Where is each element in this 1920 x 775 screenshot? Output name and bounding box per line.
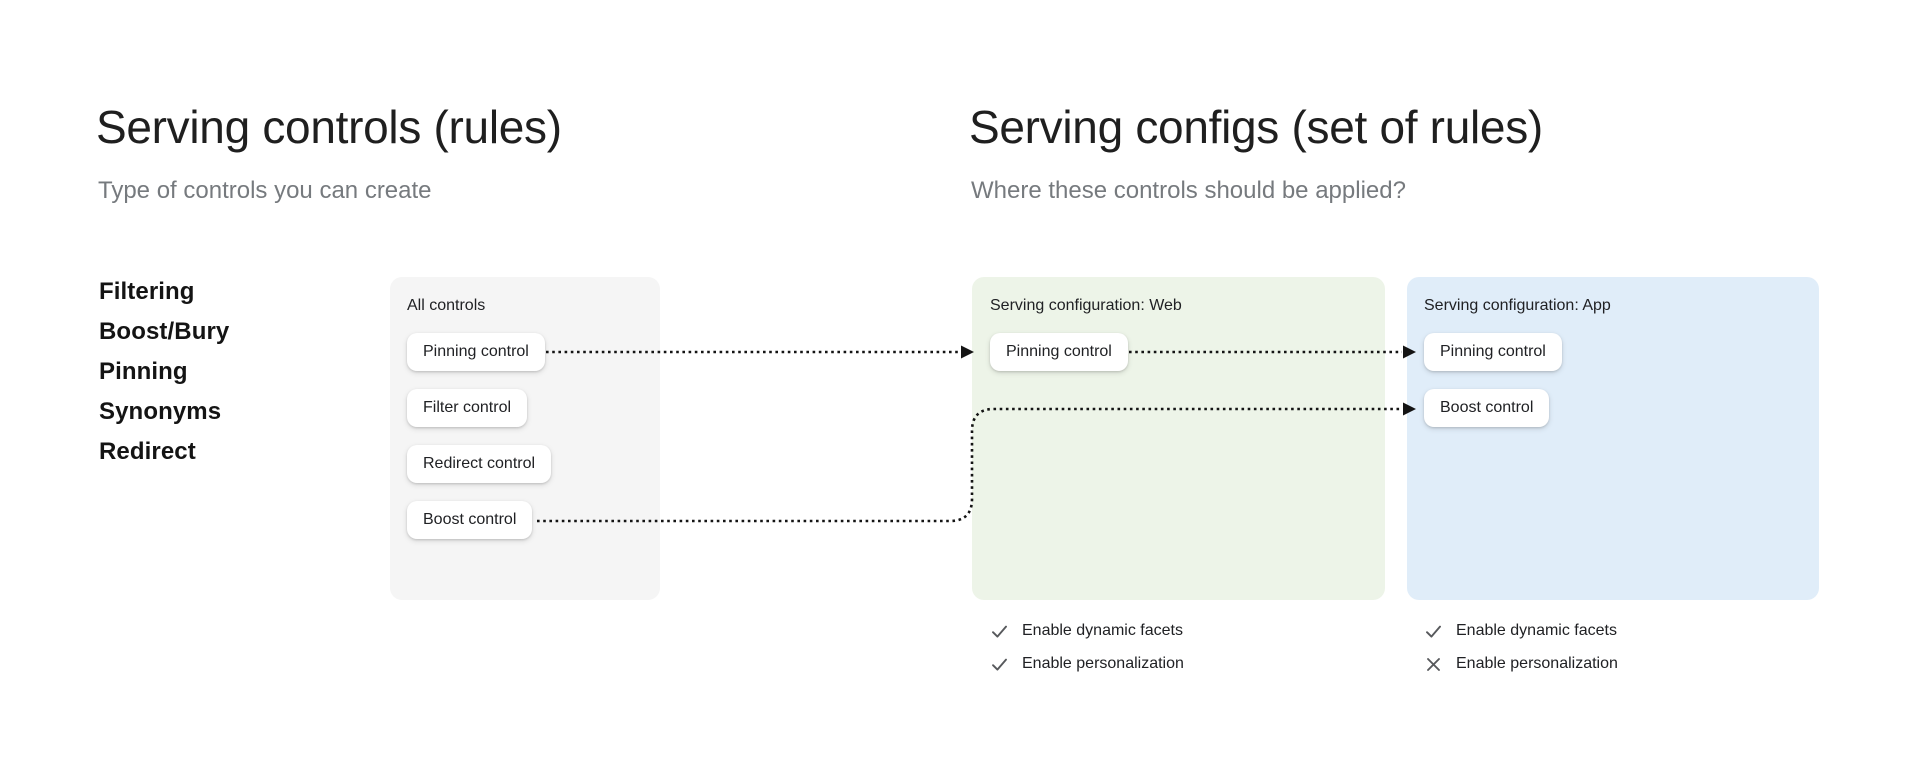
right-section-title: Serving configs (set of rules) (969, 101, 1543, 153)
feature-row-app-dynamic-facets: Enable dynamic facets (1424, 620, 1618, 642)
feature-row-app-personalization: Enable personalization (1424, 653, 1618, 675)
chip-pinning-control-app: Pinning control (1424, 333, 1562, 371)
control-type-pinning: Pinning (99, 358, 188, 385)
feature-row-web-dynamic-facets: Enable dynamic facets (990, 620, 1184, 642)
left-section-subtitle: Type of controls you can create (98, 177, 432, 204)
chip-boost-control: Boost control (407, 501, 533, 539)
check-icon (1424, 622, 1443, 641)
feature-label: Enable dynamic facets (1022, 622, 1183, 639)
control-type-list: Filtering Boost/Bury Pinning Synonyms Re… (99, 272, 229, 472)
all-controls-card-label: All controls (407, 297, 486, 314)
right-section-subtitle: Where these controls should be applied? (971, 177, 1406, 204)
feature-label: Enable personalization (1022, 655, 1184, 672)
left-section-title: Serving controls (rules) (96, 101, 562, 153)
control-type-synonyms: Synonyms (99, 398, 222, 425)
check-icon (990, 655, 1009, 674)
web-config-card: Serving configuration: Web Pinning contr… (972, 277, 1385, 600)
chip-pinning-control-web: Pinning control (990, 333, 1128, 371)
feature-label: Enable dynamic facets (1456, 622, 1617, 639)
app-config-chip-stack: Pinning control Boost control (1424, 333, 1802, 427)
app-config-card: Serving configuration: App Pinning contr… (1407, 277, 1819, 600)
chip-boost-control-app: Boost control (1424, 389, 1550, 427)
chip-filter-control: Filter control (407, 389, 528, 427)
control-type-boost-bury: Boost/Bury (99, 318, 230, 345)
control-type-filtering: Filtering (99, 278, 195, 305)
chip-pinning-control: Pinning control (407, 333, 545, 371)
chip-redirect-control: Redirect control (407, 445, 552, 483)
feature-row-web-personalization: Enable personalization (990, 653, 1184, 675)
cross-icon (1424, 655, 1443, 674)
web-config-card-label: Serving configuration: Web (990, 297, 1182, 314)
control-type-redirect: Redirect (99, 438, 196, 465)
app-config-features: Enable dynamic facets Enable personaliza… (1424, 620, 1618, 675)
feature-label: Enable personalization (1456, 655, 1618, 672)
app-config-card-label: Serving configuration: App (1424, 297, 1611, 314)
check-icon (990, 622, 1009, 641)
all-controls-card: All controls Pinning control Filter cont… (390, 277, 660, 600)
web-config-chip-stack: Pinning control (990, 333, 1367, 371)
web-config-features: Enable dynamic facets Enable personaliza… (990, 620, 1184, 675)
all-controls-chip-stack: Pinning control Filter control Redirect … (407, 333, 643, 539)
